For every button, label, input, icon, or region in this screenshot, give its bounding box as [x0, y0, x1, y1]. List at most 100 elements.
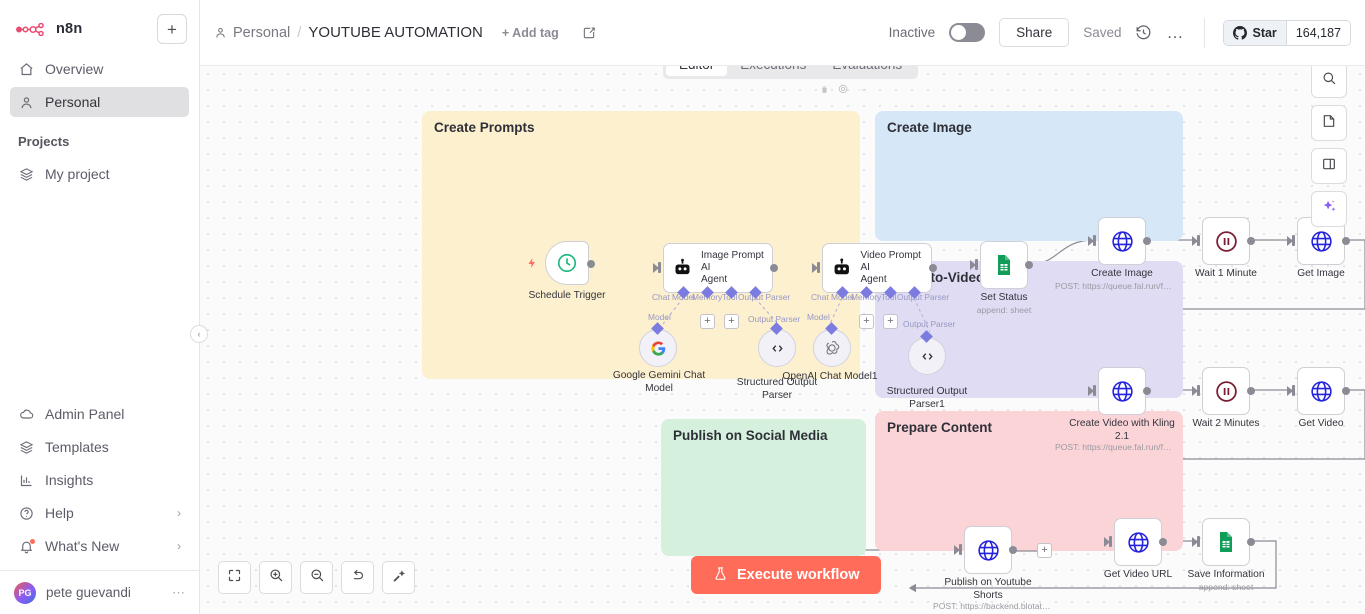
sidebar-item-templates[interactable]: Templates — [10, 432, 189, 462]
port-out[interactable] — [1159, 538, 1167, 546]
node-set-status[interactable] — [980, 241, 1028, 289]
port-in[interactable] — [1287, 386, 1293, 396]
node-image-prompt-ai-agent[interactable]: Image Prompt AI Agent — [663, 243, 773, 293]
sidebar-item-whats-new[interactable]: What's New › — [10, 531, 189, 561]
share-button[interactable]: Share — [999, 18, 1070, 47]
sidebar-item-personal[interactable]: Personal — [10, 87, 189, 117]
port-out[interactable] — [1342, 237, 1350, 245]
port-in-bar — [975, 259, 978, 270]
add-tool-button[interactable]: + — [724, 314, 739, 329]
node-get-video[interactable] — [1297, 367, 1345, 415]
trash-icon[interactable] — [820, 85, 829, 97]
port-out[interactable] — [770, 264, 778, 272]
port-out[interactable] — [1143, 387, 1151, 395]
publish-output-connector — [1014, 550, 1040, 552]
gear-icon[interactable] — [838, 84, 848, 97]
history-icon[interactable] — [1135, 24, 1152, 41]
edit-square-icon[interactable] — [582, 26, 596, 40]
sidebar-item-insights[interactable]: Insights — [10, 465, 189, 495]
port-out[interactable] — [1143, 237, 1151, 245]
add-tag-button[interactable]: + Add tag — [501, 25, 559, 40]
ellipsis-icon[interactable]: ⋯ — [857, 85, 868, 96]
port-out[interactable] — [929, 264, 937, 272]
globe-icon — [1310, 230, 1332, 252]
execute-workflow-label: Execute workflow — [737, 567, 860, 583]
github-star-left[interactable]: Star — [1224, 20, 1286, 45]
sidebar-projects-heading: Projects — [18, 134, 70, 149]
add-node-after-publish-button[interactable]: + — [1037, 543, 1052, 558]
port-in[interactable] — [954, 545, 960, 555]
github-star-count[interactable]: 164,187 — [1285, 20, 1350, 45]
create-workflow-button[interactable]: + — [157, 14, 187, 44]
port-out[interactable] — [1247, 237, 1255, 245]
person-icon — [18, 94, 35, 111]
port-out[interactable] — [587, 260, 595, 268]
node-get-video-url[interactable] — [1114, 518, 1162, 566]
robot-icon — [834, 258, 849, 275]
subnode-structured-output-parser1[interactable] — [908, 337, 946, 375]
group-publish-social-media[interactable]: Publish on Social Media — [661, 419, 866, 556]
subnode-openai-chat-model1[interactable] — [813, 329, 851, 367]
reset-zoom-button[interactable] — [341, 561, 374, 594]
breadcrumb: Personal / YOUTUBE AUTOMATION + Add tag — [214, 24, 596, 41]
port-in[interactable] — [1088, 386, 1094, 396]
port-in-bar — [1093, 385, 1096, 396]
group-title: Create Prompts — [434, 120, 535, 135]
add-memory-button[interactable]: + — [700, 314, 715, 329]
port-in[interactable] — [1192, 236, 1198, 246]
node-video-prompt-ai-agent[interactable]: Video Prompt AI Agent — [822, 243, 932, 293]
sidebar-collapse-button[interactable]: ‹ — [190, 325, 208, 343]
page-title[interactable]: YOUTUBE AUTOMATION — [308, 24, 483, 41]
group-toolbar[interactable]: ⋯ — [820, 84, 868, 97]
github-star-button[interactable]: Star 164,187 — [1223, 19, 1351, 46]
brand[interactable]: n8n — [12, 21, 82, 37]
port-in[interactable] — [812, 263, 818, 273]
sidebar-item-overview[interactable]: Overview — [10, 54, 189, 84]
subnode-structured-output-parser[interactable] — [758, 329, 796, 367]
sidebar-item-insights-label: Insights — [45, 472, 94, 488]
port-out[interactable] — [1247, 387, 1255, 395]
more-options-icon[interactable]: … — [1166, 22, 1185, 42]
port-in[interactable] — [1287, 236, 1293, 246]
search-nodes-button[interactable] — [1311, 62, 1347, 98]
add-memory-button[interactable]: + — [859, 314, 874, 329]
port-out[interactable] — [1342, 387, 1350, 395]
port-out[interactable] — [1009, 546, 1017, 554]
add-sticky-note-button[interactable] — [1311, 105, 1347, 141]
execute-workflow-button[interactable]: Execute workflow — [691, 556, 882, 594]
port-out[interactable] — [1025, 261, 1033, 269]
breadcrumb-project[interactable]: Personal — [214, 25, 290, 41]
port-in[interactable] — [1192, 537, 1198, 547]
node-create-image[interactable] — [1098, 217, 1146, 265]
sidebar-item-admin-panel[interactable]: Admin Panel — [10, 399, 189, 429]
node-wait-2-minutes[interactable] — [1202, 367, 1250, 415]
workflow-canvas[interactable]: Create Prompts Create Image Image-to-Vid… — [200, 66, 1365, 614]
node-schedule-trigger[interactable] — [545, 241, 589, 285]
tidy-up-button[interactable] — [382, 561, 415, 594]
port-out[interactable] — [1247, 538, 1255, 546]
sidebar-item-help[interactable]: Help › — [10, 498, 189, 528]
sidebar-item-my-project[interactable]: My project — [10, 159, 189, 189]
node-create-video-with-kling[interactable] — [1098, 367, 1146, 415]
node-label-image-prompt-ai-agent: Image Prompt AI Agent — [700, 250, 764, 285]
zoom-in-button[interactable] — [259, 561, 292, 594]
node-publish-on-youtube-shorts[interactable] — [964, 526, 1012, 574]
ai-assistant-button[interactable] — [1311, 191, 1347, 227]
node-wait-1-minute[interactable] — [1202, 217, 1250, 265]
port-in[interactable] — [1104, 537, 1110, 547]
user-profile[interactable]: PG pete guevandi ⋯ — [0, 570, 199, 614]
zoom-out-button[interactable] — [300, 561, 333, 594]
user-menu-icon[interactable]: ⋯ — [172, 584, 185, 600]
toggle-panel-button[interactable] — [1311, 148, 1347, 184]
node-save-information[interactable] — [1202, 518, 1250, 566]
notification-badge — [30, 538, 35, 544]
add-tool-button[interactable]: + — [883, 314, 898, 329]
port-in[interactable] — [1192, 386, 1198, 396]
port-in[interactable] — [970, 260, 976, 270]
port-in[interactable] — [653, 263, 659, 273]
workflow-active-toggle[interactable] — [949, 23, 986, 42]
chevron-right-icon: › — [177, 506, 181, 520]
subnode-google-gemini-chat-model[interactable] — [639, 329, 677, 367]
zoom-to-fit-button[interactable] — [218, 561, 251, 594]
port-in[interactable] — [1088, 236, 1094, 246]
